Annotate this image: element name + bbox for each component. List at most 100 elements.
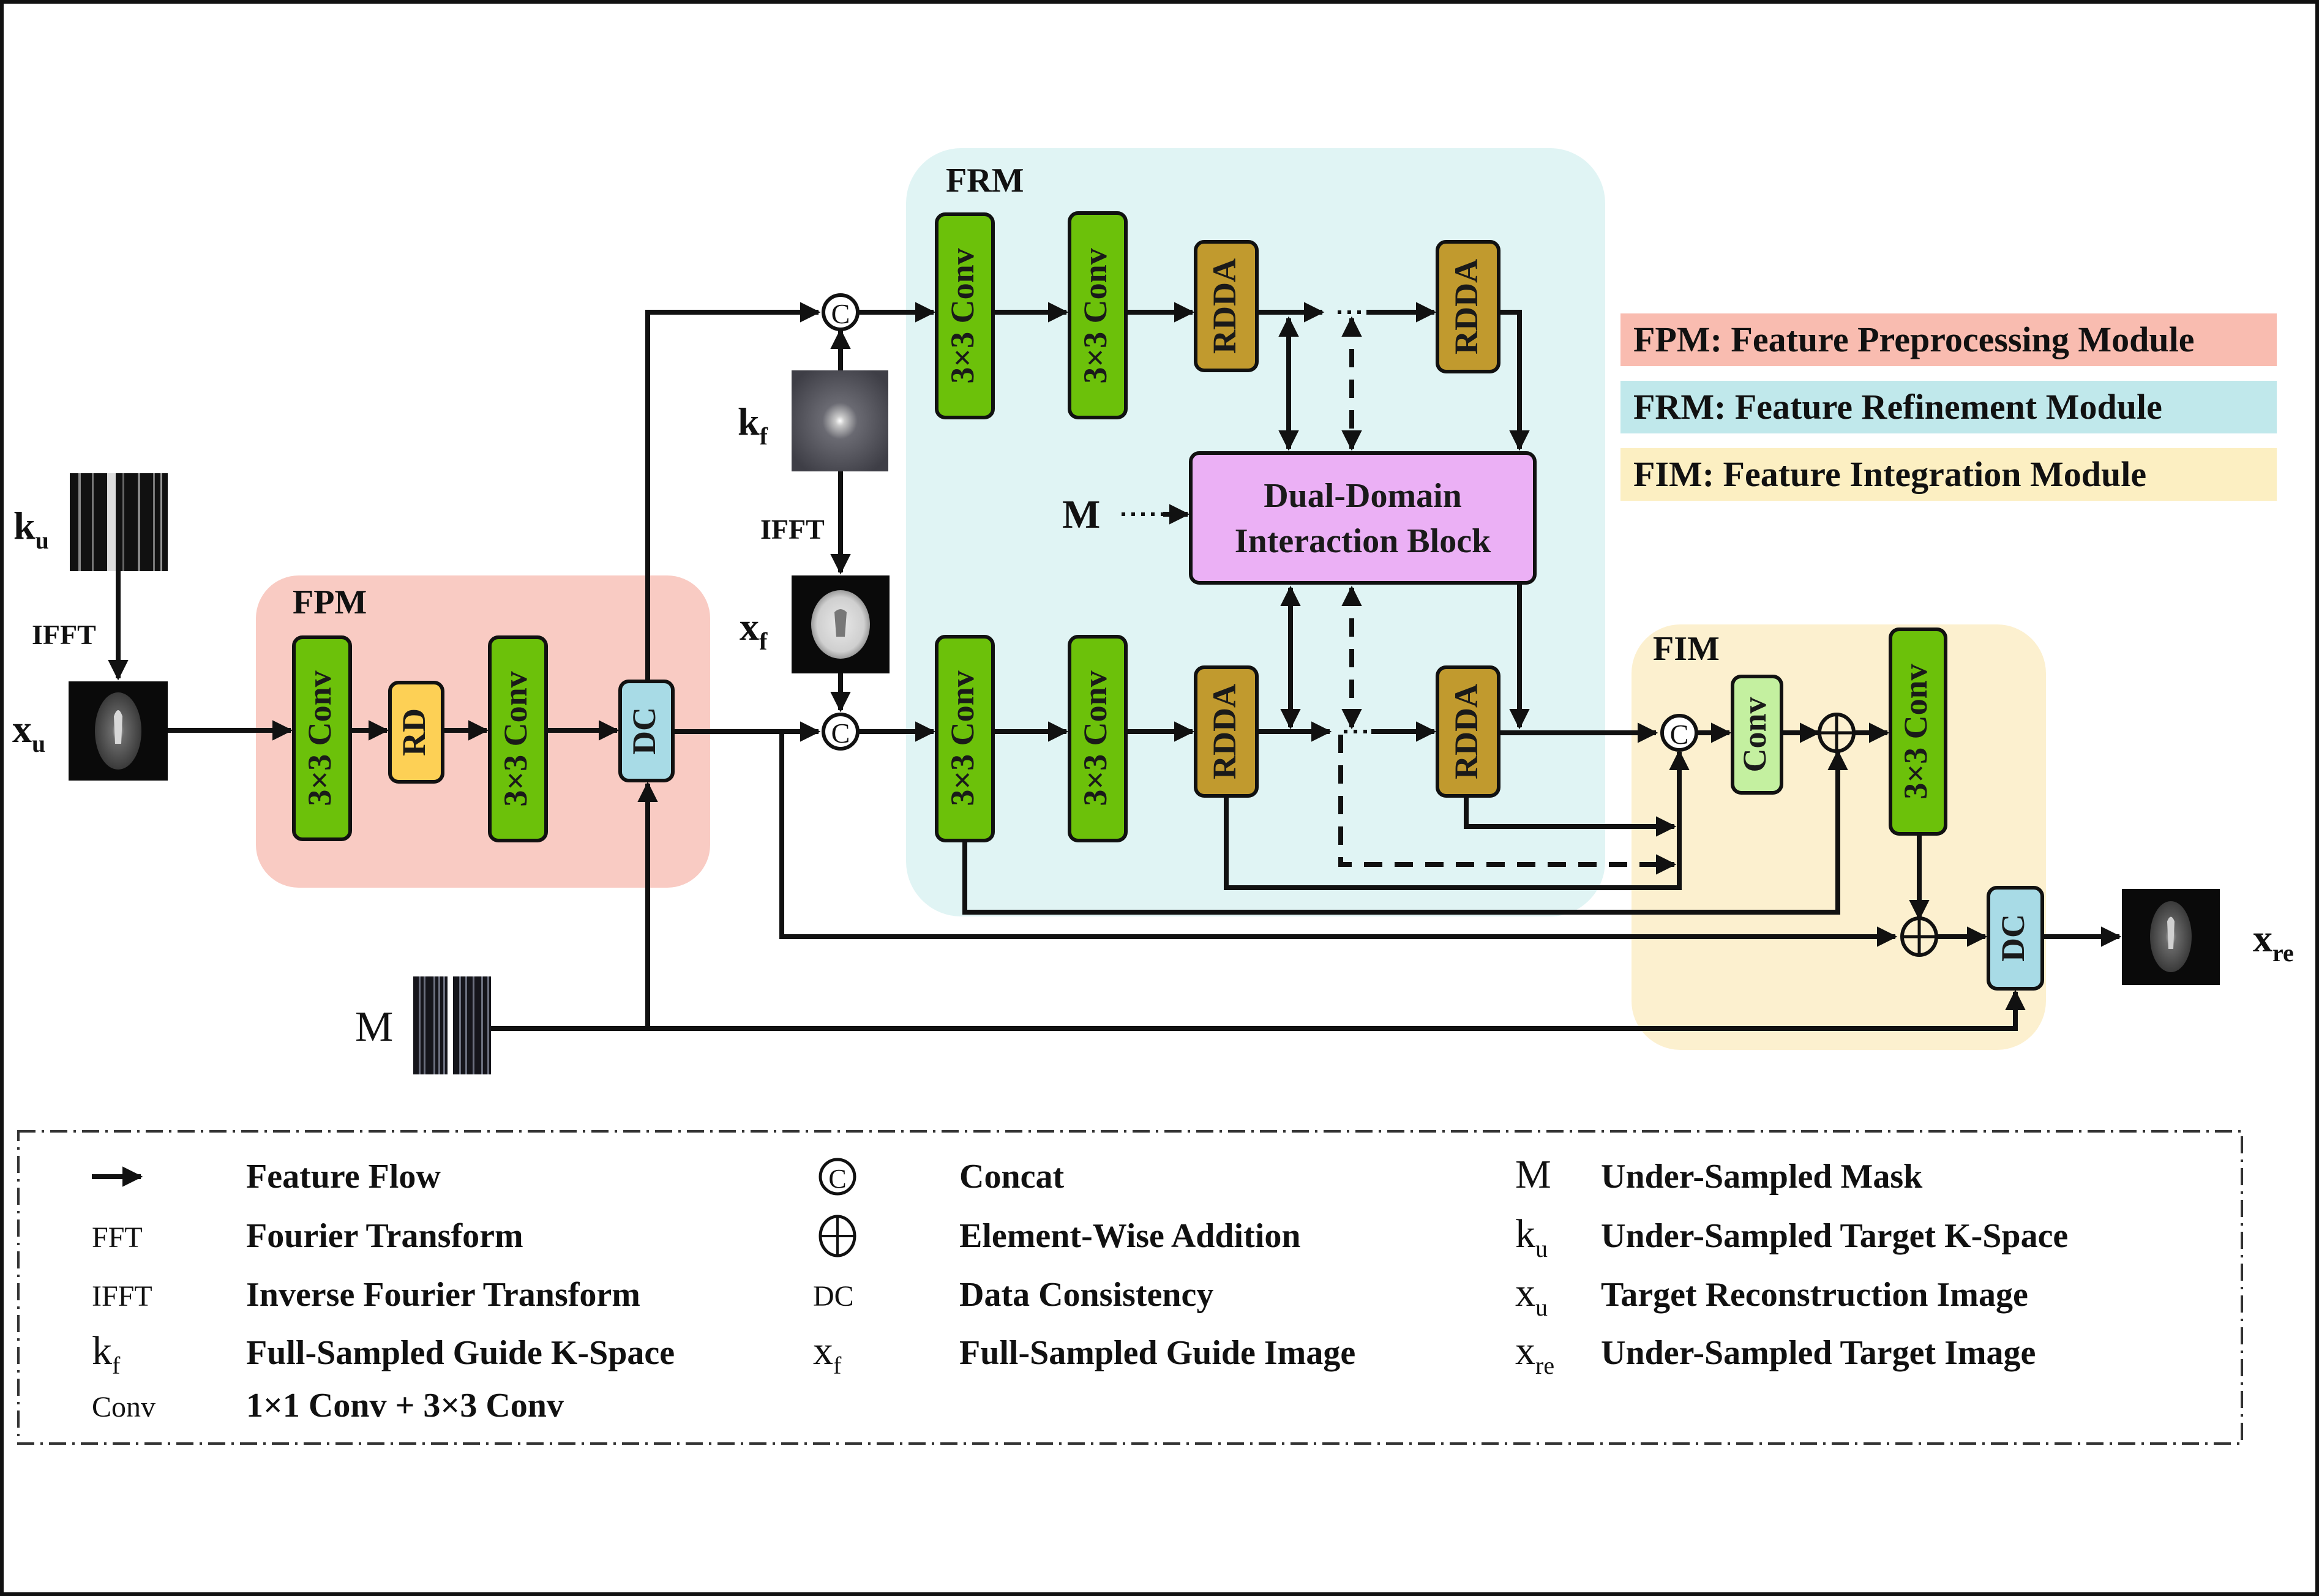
frm-top-rdda-block-1[interactable]: RDDA <box>1194 240 1259 372</box>
svg-text:3×3 Conv: 3×3 Conv <box>1897 664 1934 799</box>
xf-image <box>792 575 890 673</box>
legend-text: 1×1 Conv + 3×3 Conv <box>246 1387 564 1425</box>
fpm-title: FPM <box>293 583 367 621</box>
legend-text: Fourier Transform <box>246 1217 523 1255</box>
frm-top-rdda-to-ddib-arrow <box>1499 310 1530 451</box>
svg-text:RDDA: RDDA <box>1448 259 1485 354</box>
legend-item: ku Under-Sampled Target K-Space <box>1515 1212 2068 1262</box>
fim-concat: C <box>1660 714 1698 752</box>
xre-label: xre <box>2253 916 2294 967</box>
svg-text:3×3 Conv: 3×3 Conv <box>944 670 981 806</box>
fim-conv3x3-block[interactable]: 3×3 Conv <box>1889 628 1947 836</box>
m-bottom-label: M <box>355 1003 393 1051</box>
svg-text:Dual-Domain: Dual-Domain <box>1264 477 1462 515</box>
legend-item: xu Target Reconstruction Image <box>1515 1270 2028 1321</box>
legend-symbol: DC <box>813 1280 854 1313</box>
svg-text:DC: DC <box>1995 914 2031 962</box>
frm-bottom-rdda-block-2[interactable]: RDDA <box>1436 665 1500 798</box>
svg-text:Conv: Conv <box>1736 697 1773 772</box>
m-ddib-label: M <box>1062 492 1100 537</box>
fpm-dc-block[interactable]: DC <box>618 680 675 782</box>
legend-symbol: ku <box>1515 1212 1548 1262</box>
xf-label: xf <box>740 605 768 655</box>
legend-symbol: FFT <box>92 1221 143 1254</box>
fim-add-2 <box>1900 916 1938 957</box>
legend-item: Feature Flow <box>92 1158 441 1196</box>
svg-text:3×3 Conv: 3×3 Conv <box>497 671 534 806</box>
legend-symbol: Conv <box>92 1391 155 1423</box>
rdda1-skip-to-fim-concat <box>1224 749 1690 890</box>
module-legend-swatch <box>1620 381 2277 433</box>
xu-label: xu <box>12 707 45 757</box>
svg-text:3×3 Conv: 3×3 Conv <box>944 248 981 383</box>
legend-symbol: xu <box>1515 1270 1548 1321</box>
svg-text:C: C <box>831 298 850 329</box>
svg-text:C: C <box>1670 719 1689 750</box>
svg-text:C: C <box>828 1164 846 1194</box>
legend-text: Inverse Fourier Transform <box>246 1276 640 1314</box>
legend-symbol: xre <box>1515 1328 1554 1379</box>
legend-text: Under-Sampled Target Image <box>1601 1334 2036 1372</box>
svg-text:3×3 Conv: 3×3 Conv <box>1077 248 1114 383</box>
frm-top-conv3x3-block-1[interactable]: 3×3 Conv <box>935 212 995 419</box>
xre-output-image <box>2122 889 2220 985</box>
legend-item: C Concat <box>819 1158 1064 1196</box>
xu-image <box>69 681 168 781</box>
legend-symbol: IFFT <box>92 1280 152 1313</box>
frm-bottom-rdda-block-1[interactable]: RDDA <box>1194 665 1259 798</box>
legend-symbol: xf <box>813 1328 842 1379</box>
svg-text:3×3 Conv: 3×3 Conv <box>1077 670 1114 806</box>
legend-item: Conv 1×1 Conv + 3×3 Conv <box>92 1387 564 1425</box>
dc-skip-to-fim-add-line <box>779 732 1898 947</box>
frm-top-conv3x3-block-2[interactable]: 3×3 Conv <box>1068 211 1128 419</box>
concat-bottom: C <box>822 713 860 751</box>
legend-text: Full-Sampled Guide K-Space <box>246 1334 675 1372</box>
frm-bottom-conv3x3-block-1[interactable]: 3×3 Conv <box>935 635 995 842</box>
conv-skip-to-fim-add <box>962 749 1848 915</box>
legend-symbol: kf <box>92 1328 121 1379</box>
svg-text:3×3 Conv: 3×3 Conv <box>301 670 338 806</box>
svg-text:RD: RD <box>395 708 432 756</box>
legend-item: Element-Wise Addition <box>819 1215 1300 1257</box>
legend-item: kf Full-Sampled Guide K-Space <box>92 1328 675 1379</box>
svg-text:RDDA: RDDA <box>1206 684 1243 779</box>
legend-text: Feature Flow <box>246 1158 441 1196</box>
ku-kspace-image <box>70 473 168 571</box>
fpm-conv3x3-block-2[interactable]: 3×3 Conv <box>488 635 548 842</box>
svg-text:C: C <box>831 717 850 749</box>
legend-text: Target Reconstruction Image <box>1601 1276 2028 1314</box>
kf-kspace-image <box>792 370 888 471</box>
legend-item: xf Full-Sampled Guide Image <box>813 1328 1355 1379</box>
fpm-rd-block[interactable]: RD <box>388 681 444 784</box>
module-legend-text: FRM: Feature Refinement Module <box>1633 387 2162 427</box>
dashed-skip-to-fim-concat <box>1338 735 1677 875</box>
module-legend-swatch <box>1620 313 2277 366</box>
fim-dc-block[interactable]: DC <box>1987 886 2044 991</box>
legend-text: Under-Sampled Target K-Space <box>1601 1217 2068 1255</box>
svg-text:Interaction Block: Interaction Block <box>1235 522 1491 560</box>
fim-add-1 <box>1818 713 1856 753</box>
fim-conv-block[interactable]: Conv <box>1731 675 1783 795</box>
frm-bottom-conv3x3-block-2[interactable]: 3×3 Conv <box>1068 635 1128 842</box>
legend-item: IFFT Inverse Fourier Transform <box>92 1276 640 1314</box>
legend-text: Concat <box>959 1158 1064 1196</box>
fpm-conv3x3-block-1[interactable]: 3×3 Conv <box>292 635 352 841</box>
rdda2-skip-to-fim-concat <box>1464 796 1677 837</box>
ku-label: ku <box>13 504 49 554</box>
frm-title: FRM <box>946 162 1024 200</box>
frm-top-rdda-block-2[interactable]: RDDA <box>1436 240 1500 373</box>
svg-text:RDDA: RDDA <box>1206 258 1243 354</box>
legend-text: Full-Sampled Guide Image <box>959 1334 1355 1372</box>
mask-to-fim-dc-line <box>491 989 2026 1031</box>
dual-domain-interaction-block[interactable]: Dual-Domain Interaction Block <box>1189 451 1537 585</box>
legend-box <box>17 1130 2243 1445</box>
legend-text: Element-Wise Addition <box>959 1217 1300 1255</box>
ifft-label-left: IFFT <box>32 619 96 650</box>
kf-label: kf <box>738 400 768 450</box>
module-legend-swatch <box>1620 448 2277 501</box>
